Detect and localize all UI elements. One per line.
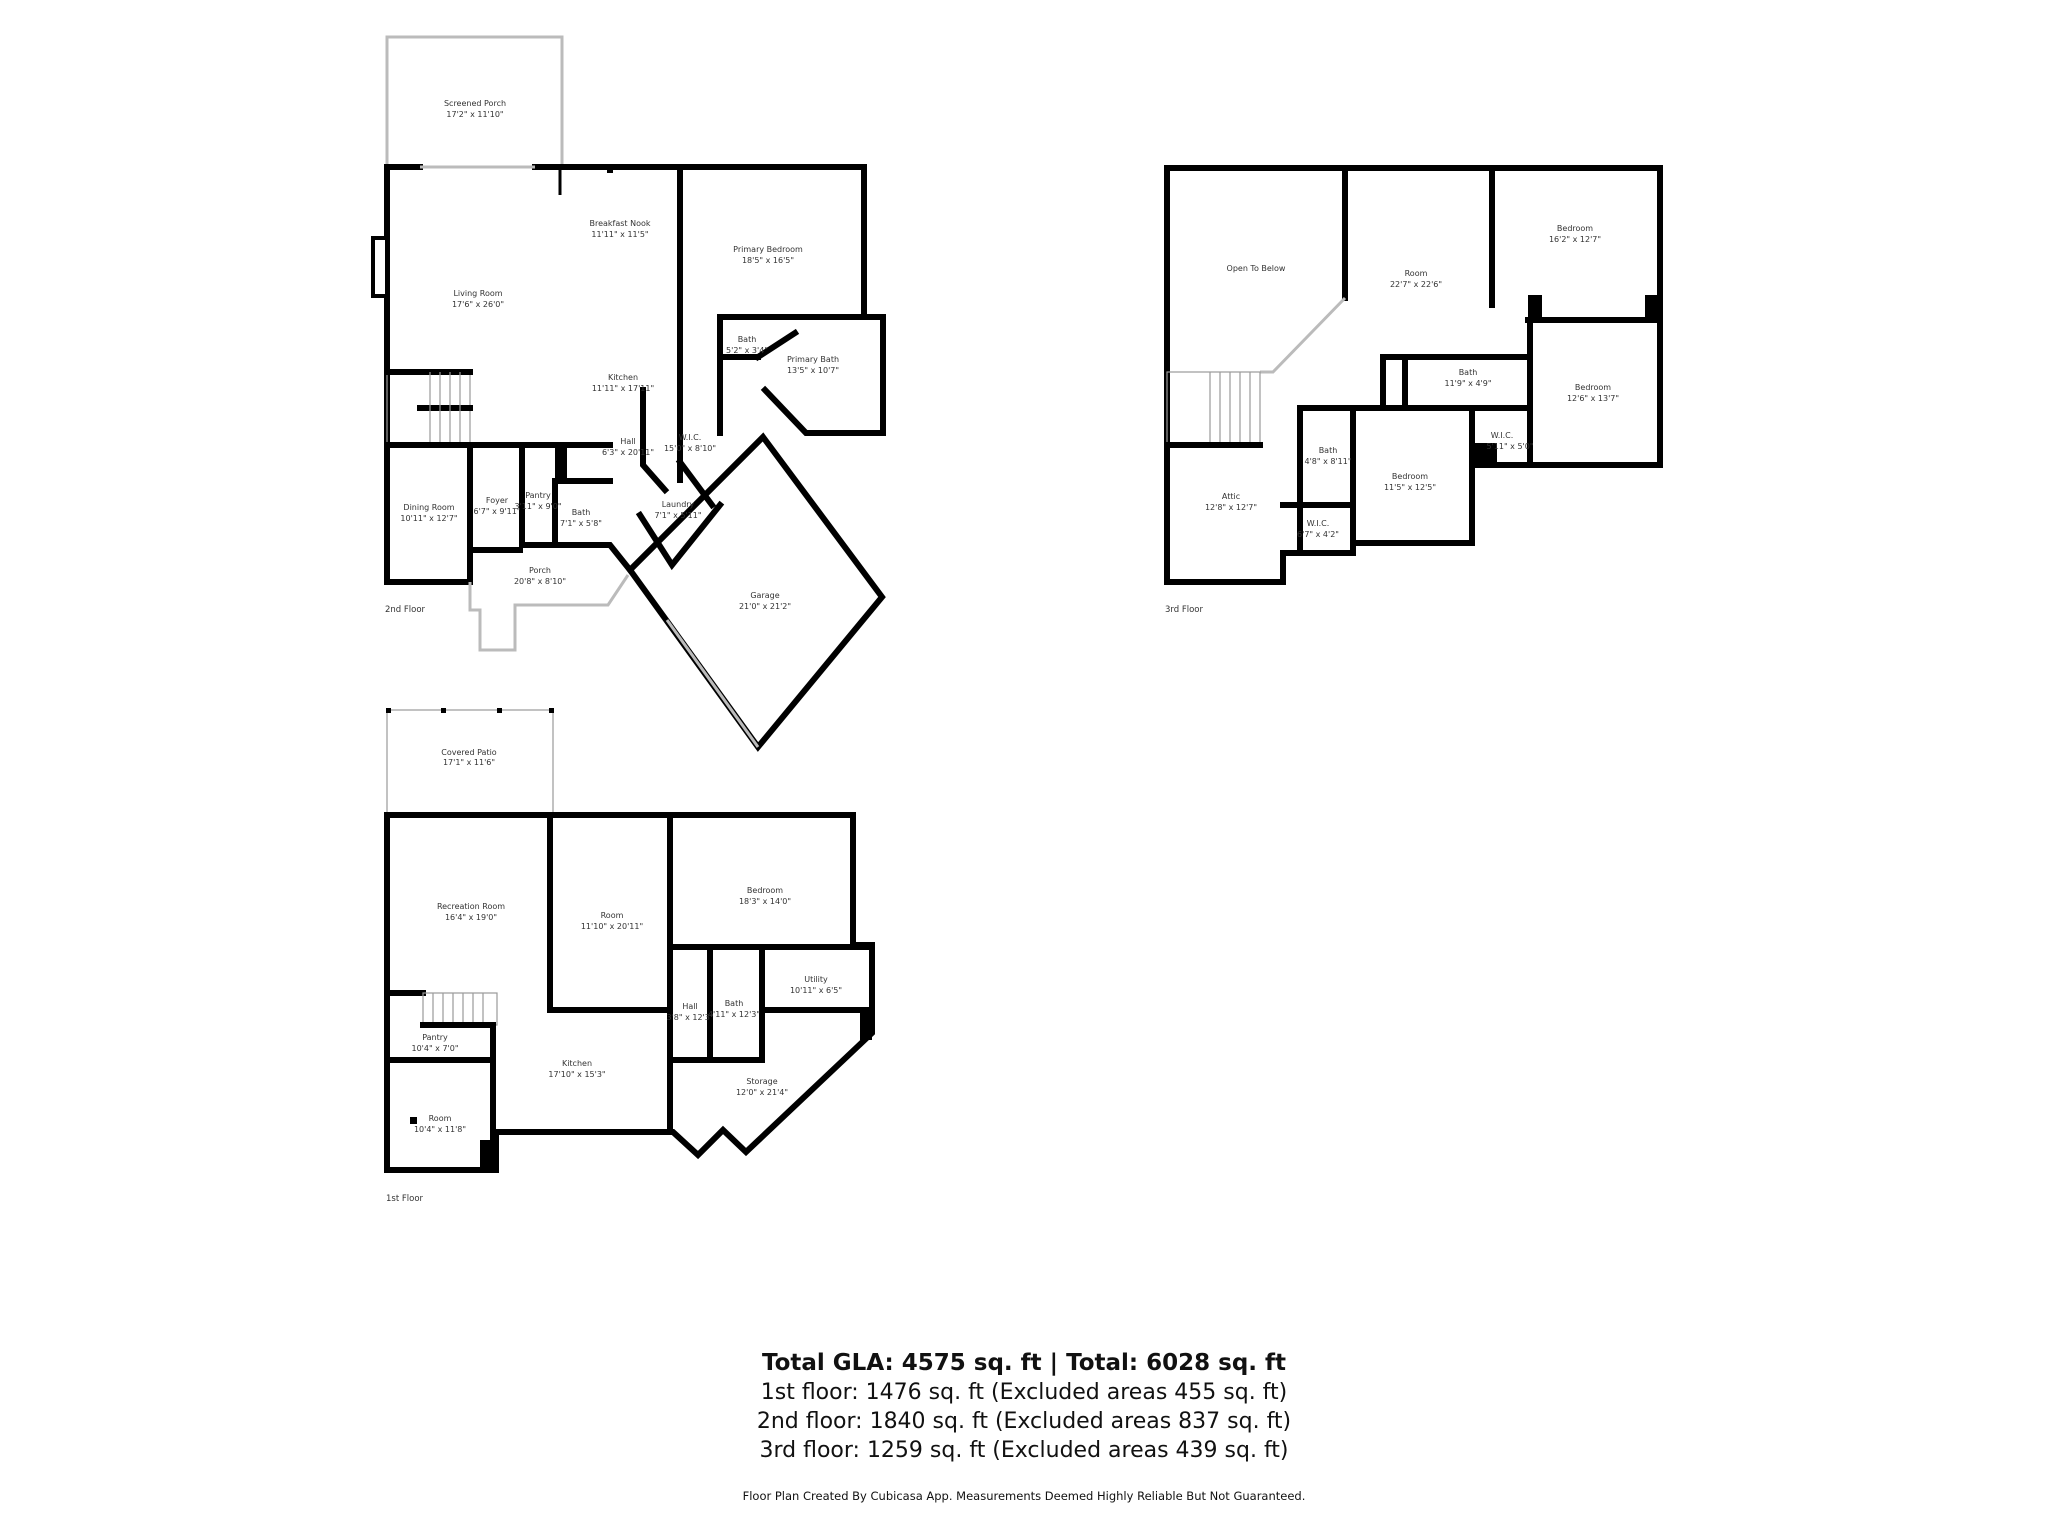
room-name: Bedroom [1392,472,1428,481]
room-dims: 20'8" x 8'10" [514,577,566,586]
room-name: Hall [620,437,635,446]
room-name: Bath [572,508,591,517]
room-dims: 18'3" x 14'0" [739,897,791,906]
room-name: Room [429,1114,452,1123]
room-name: Foyer [486,496,509,505]
room-dims: 13'5" x 10'7" [787,366,839,375]
room-name: Dining Room [403,503,454,512]
room-name: Recreation Room [437,902,505,911]
first-floor-area: 1st floor: 1476 sq. ft (Excluded areas 4… [760,1380,1288,1405]
room-name: Bath [738,335,757,344]
room-name: Kitchen [608,373,638,382]
room-dims: 18'5" x 16'5" [742,256,794,265]
floor-label-3rd: 3rd Floor [1165,605,1204,615]
room-dims: 11'11" x 11'5" [591,230,648,239]
room-labels-2nd: Screened Porch 17'2" x 11'10" Breakfast N… [400,99,839,611]
wall [384,164,473,585]
room-dims: 3'8" x 12'3" [666,1013,713,1022]
second-floor-area: 2nd floor: 1840 sq. ft (Excluded areas 8… [756,1409,1292,1434]
room-labels-3rd: Open To Below Room 22'7" x 22'6" Bedroom 1… [1205,224,1619,539]
room-dims: 12'6" x 13'7" [1567,394,1619,403]
room-dims: 6'7" x 9'11" [473,507,520,516]
room-name: Breakfast Nook [589,219,650,228]
room-name: W.I.C. [1491,431,1514,440]
room-name: Utility [804,975,828,984]
room-name: Storage [746,1077,777,1086]
third-floor-plan: 3rd Floor [1164,165,1663,615]
room-name: Room [601,911,624,920]
room-dims: 17'10" x 15'3" [548,1070,605,1079]
room-name: Screened Porch [444,99,506,108]
second-floor-plan: 2nd Floor [371,35,886,752]
fireplace-icon [371,236,389,298]
room-name: Living Room [453,289,502,298]
room-dims: 17'6" x 26'0" [452,300,504,309]
room-dims: 3'11" x 9'0" [514,502,561,511]
room-dims: 11'11" x 17'11" [592,384,654,393]
third-floor-area: 3rd floor: 1259 sq. ft (Excluded areas 4… [759,1438,1289,1463]
room-name: Bath [1319,446,1338,455]
room-name: W.I.C. [1307,519,1330,528]
room-dims: 11'10" x 20'11" [581,922,643,931]
room-name: Pantry [422,1033,448,1042]
room-name: Bath [1459,368,1478,377]
room-dims: 6'3" x 20'11" [602,448,654,457]
room-dims: 15'0" x 8'10" [664,444,716,453]
room-name: Bedroom [1557,224,1593,233]
room-name: Kitchen [562,1059,592,1068]
room-dims: 6'7" x 4'2" [1297,530,1339,539]
room-name: Pantry [525,491,551,500]
room-dims: 10'4" x 7'0" [411,1044,458,1053]
room-name: Hall [682,1002,697,1011]
stairs-icon [1166,371,1261,446]
room-dims: 16'4" x 19'0" [445,913,497,922]
room-dims: 17'2" x 11'10" [446,110,503,119]
room-name: Garage [750,591,779,600]
room-dims: 16'2" x 12'7" [1549,235,1601,244]
room-dims: 11'5" x 12'5" [1384,483,1436,492]
first-floor-plan: 1st Floor [384,708,875,1204]
room-dims: 7'1" x 5'11" [654,511,701,520]
room-dims: 4'8" x 8'11" [1304,457,1351,466]
room-dims: 10'11" x 12'7" [400,514,457,523]
room-name: W.I.C. [679,433,702,442]
room-dims: 11'9" x 4'9" [1444,379,1491,388]
room-dims: 4'11" x 12'3" [708,1010,760,1019]
room-name: Room [1405,269,1428,278]
room-name: Laundry [662,500,695,509]
disclaimer: Floor Plan Created By Cubicasa App. Meas… [742,1489,1306,1503]
room-name: Open To Below [1227,264,1286,273]
room-dims: 22'7" x 22'6" [1390,280,1442,289]
room-dims: 5'2" x 3'4" [726,346,768,355]
room-dims: 10'11" x 6'5" [790,986,842,995]
room-name: Primary Bedroom [733,245,803,254]
room-name: Porch [529,566,551,575]
room-dims: 17'1" x 11'6" [443,758,495,767]
room-name: Primary Bath [787,355,839,364]
room-name: Bedroom [747,886,783,895]
room-name: Bedroom [1575,383,1611,392]
room-dims: 21'0" x 21'2" [739,602,791,611]
room-name: Attic [1222,492,1240,501]
room-dims: 12'8" x 12'7" [1205,503,1257,512]
room-name: Covered Patio [441,748,497,757]
room-dims: 5'11" x 5'0" [1486,442,1533,451]
floor-label-2nd: 2nd Floor [385,605,426,615]
total-area-title: Total GLA: 4575 sq. ft | Total: 6028 sq.… [761,1350,1287,1376]
room-dims: 10'4" x 11'8" [414,1125,466,1134]
room-dims: 12'0" x 21'4" [736,1088,788,1097]
floor-label-1st: 1st Floor [386,1194,424,1204]
stairs-icon [422,992,498,1026]
room-name: Bath [725,999,744,1008]
room-dims: 7'1" x 5'8" [560,519,602,528]
